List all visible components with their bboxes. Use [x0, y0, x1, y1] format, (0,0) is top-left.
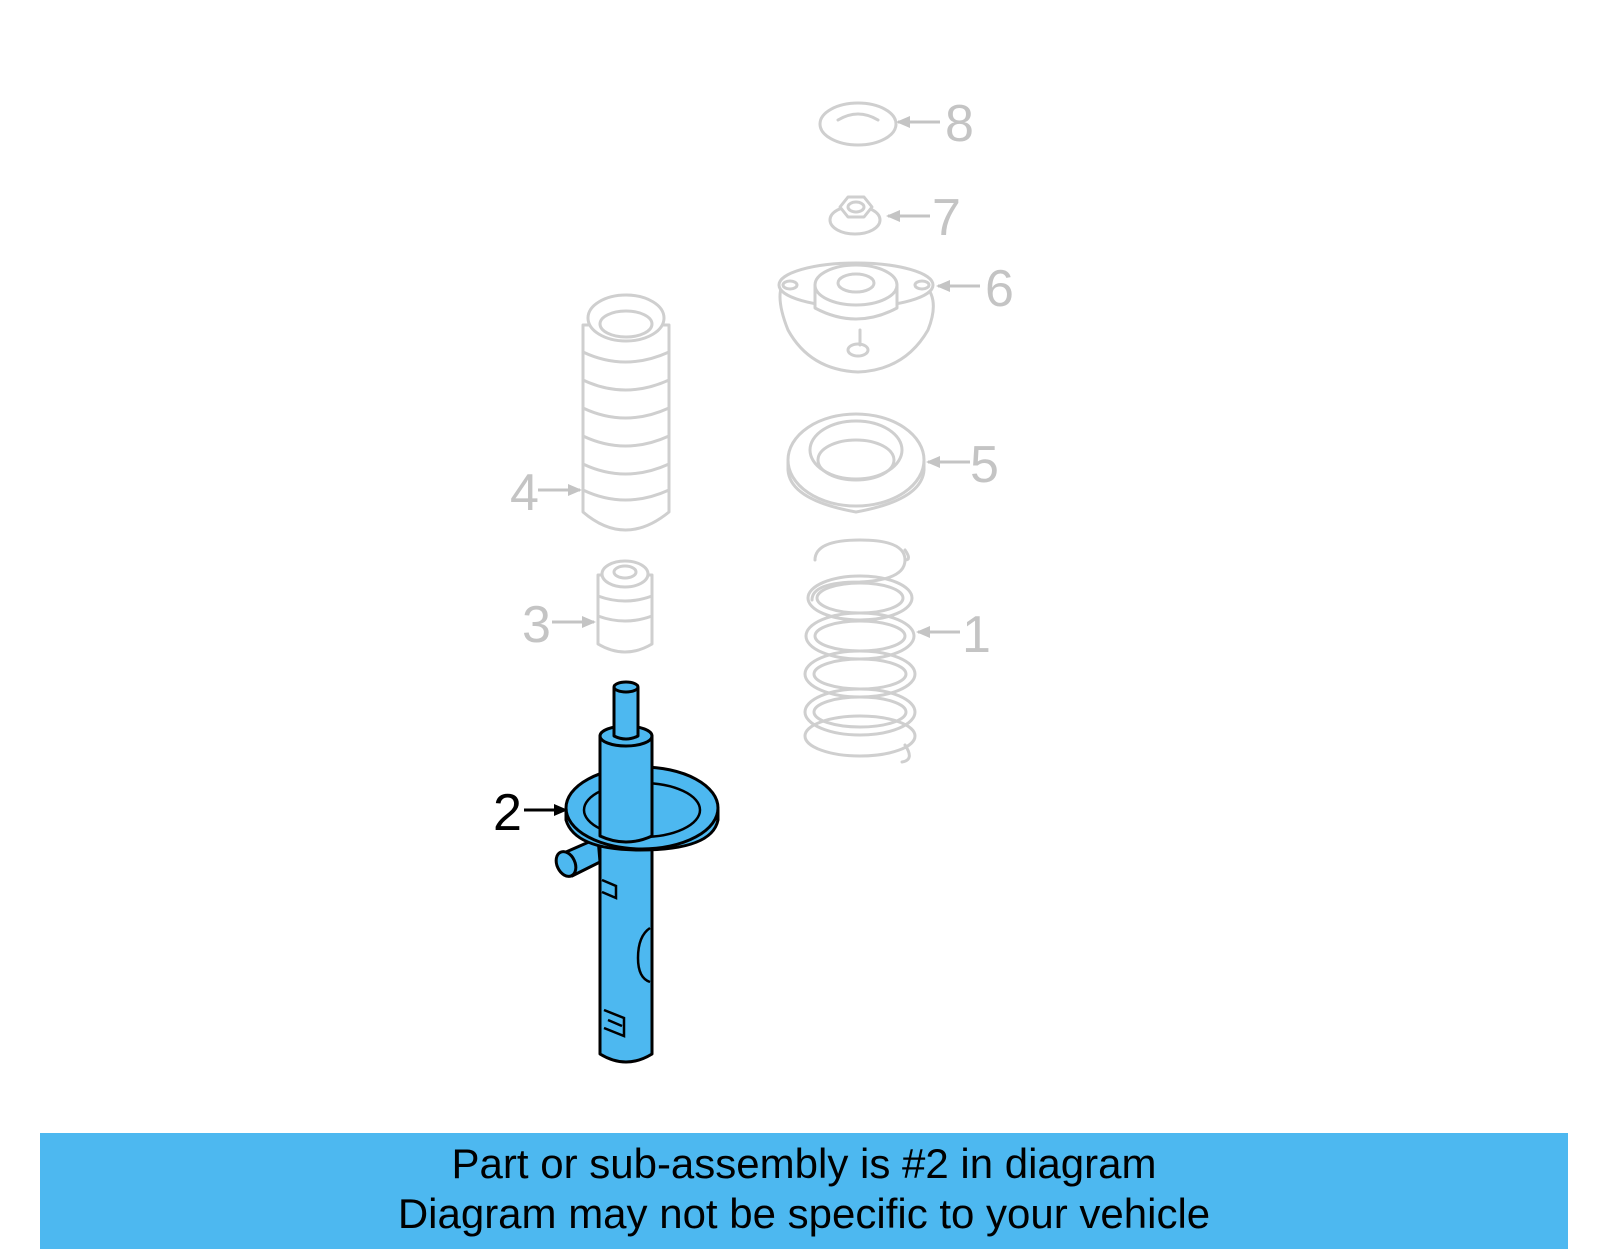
part-3-bump-stop[interactable] [596, 559, 654, 654]
part-7-nut[interactable] [828, 195, 882, 236]
part-2-strut-assembly[interactable] [552, 680, 720, 1064]
callout-7: 7 [886, 189, 961, 247]
callout-5: 5 [926, 436, 999, 494]
callout-3-label: 3 [522, 596, 551, 654]
callout-2-label: 2 [493, 784, 522, 842]
part-6-strut-mount[interactable] [777, 261, 935, 374]
callout-2: 2 [493, 784, 568, 842]
callout-3: 3 [522, 596, 596, 654]
callout-7-label: 7 [932, 189, 961, 247]
part-1-coil-spring[interactable] [803, 538, 917, 764]
part-5-spring-seat[interactable] [786, 412, 926, 514]
callout-4-label: 4 [510, 464, 539, 522]
callout-6-label: 6 [985, 260, 1014, 318]
callout-8: 8 [896, 95, 974, 153]
callout-1: 1 [916, 606, 991, 664]
callout-5-label: 5 [970, 436, 999, 494]
callout-6: 6 [936, 260, 1014, 318]
part-8-cap[interactable] [818, 101, 898, 147]
callout-1-label: 1 [962, 606, 991, 664]
callout-8-label: 8 [945, 95, 974, 153]
banner-line-1: Part or sub-assembly is #2 in diagram [451, 1140, 1157, 1187]
info-banner: Part or sub-assembly is #2 in diagram Di… [40, 1133, 1568, 1249]
callout-4: 4 [510, 464, 582, 522]
part-4-dust-boot[interactable] [581, 293, 671, 532]
banner-line-2: Diagram may not be specific to your vehi… [397, 1190, 1211, 1237]
